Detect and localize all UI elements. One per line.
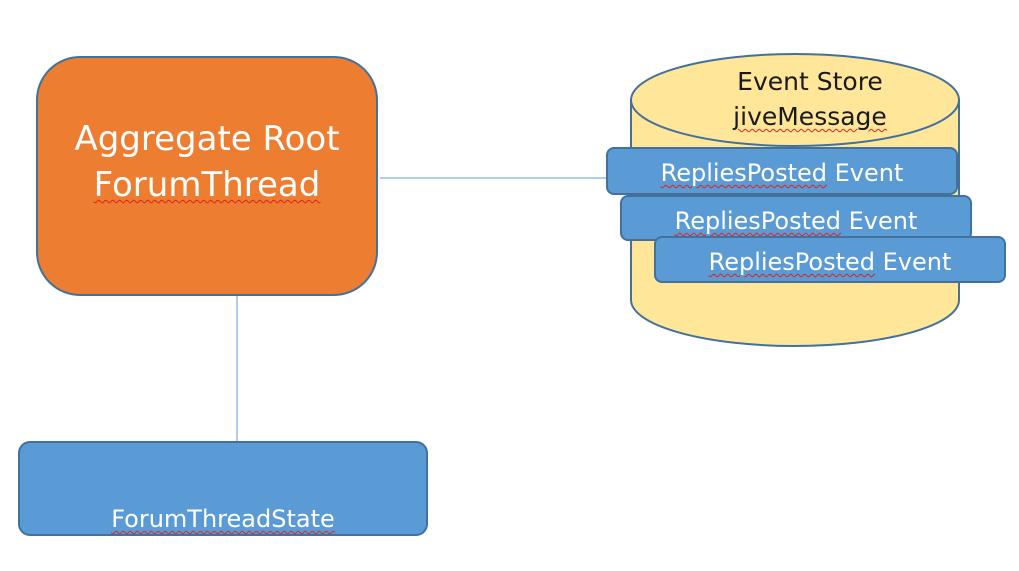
event-2-label: RepliesPosted [674, 207, 842, 235]
event-3-suffix: Event [875, 248, 952, 276]
event-1-label: RepliesPosted [660, 159, 828, 187]
event-store-title: Event Store [737, 67, 883, 96]
event-3-text: RepliesPosted Event [656, 246, 1004, 278]
aggregate-root-name-line: ForumThread [38, 164, 376, 206]
forum-thread-state-label: ForumThreadState [111, 505, 335, 533]
replies-posted-event-3: RepliesPosted Event [654, 236, 1006, 283]
event-store-subtitle-line: jiveMessage [690, 101, 930, 133]
event-3-label: RepliesPosted [708, 248, 876, 276]
forum-thread-state-box: ForumThreadState [18, 441, 428, 536]
replies-posted-event-2: RepliesPosted Event [620, 195, 972, 241]
cylinder-top [630, 53, 960, 147]
aggregate-root-box: Aggregate Root ForumThread [36, 56, 378, 296]
event-store-subtitle: jiveMessage [733, 102, 887, 131]
event-2-text: RepliesPosted Event [622, 205, 970, 237]
replies-posted-event-1: RepliesPosted Event [606, 147, 958, 195]
aggregate-root-title: Aggregate Root [74, 119, 340, 159]
event-1-suffix: Event [827, 159, 904, 187]
event-1-text: RepliesPosted Event [608, 157, 956, 189]
aggregate-root-name: ForumThread [93, 165, 321, 205]
event-2-suffix: Event [841, 207, 918, 235]
